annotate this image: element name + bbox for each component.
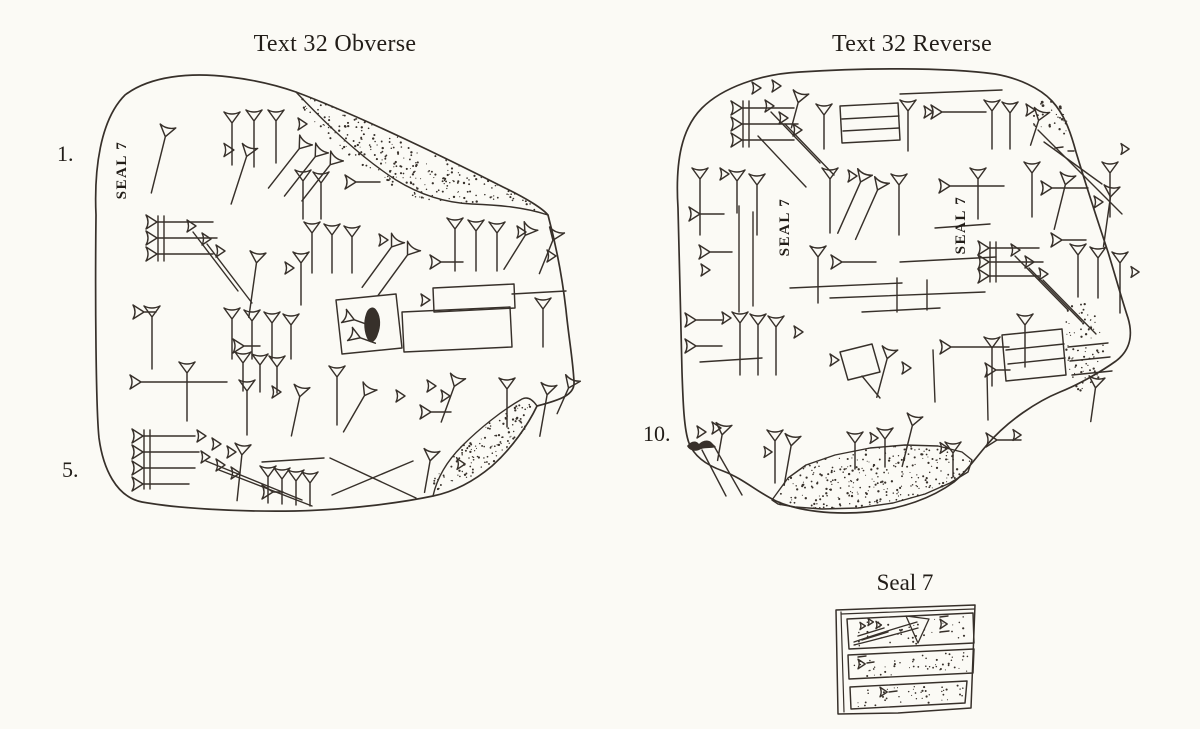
- obverse-tablet-drawing: [94, 74, 582, 512]
- reverse-figure-title: Text 32 Reverse: [831, 31, 993, 57]
- obverse-line-number-1: 1.: [57, 141, 74, 166]
- obverse-line-number-5: 5.: [62, 457, 79, 482]
- reverse-line-number-10: 10.: [643, 421, 671, 446]
- seal-7-drawing: [835, 604, 976, 715]
- reverse-seal-impression-label-right: SEAL 7: [953, 195, 969, 255]
- reverse-seal-impression-label-left: SEAL 7: [777, 197, 793, 257]
- reverse-tablet-drawing: [676, 68, 1140, 514]
- obverse-seal-impression-label: SEAL 7: [114, 140, 130, 200]
- obverse-figure-title: Text 32 Obverse: [253, 31, 417, 57]
- seal-caption: Seal 7: [876, 570, 934, 595]
